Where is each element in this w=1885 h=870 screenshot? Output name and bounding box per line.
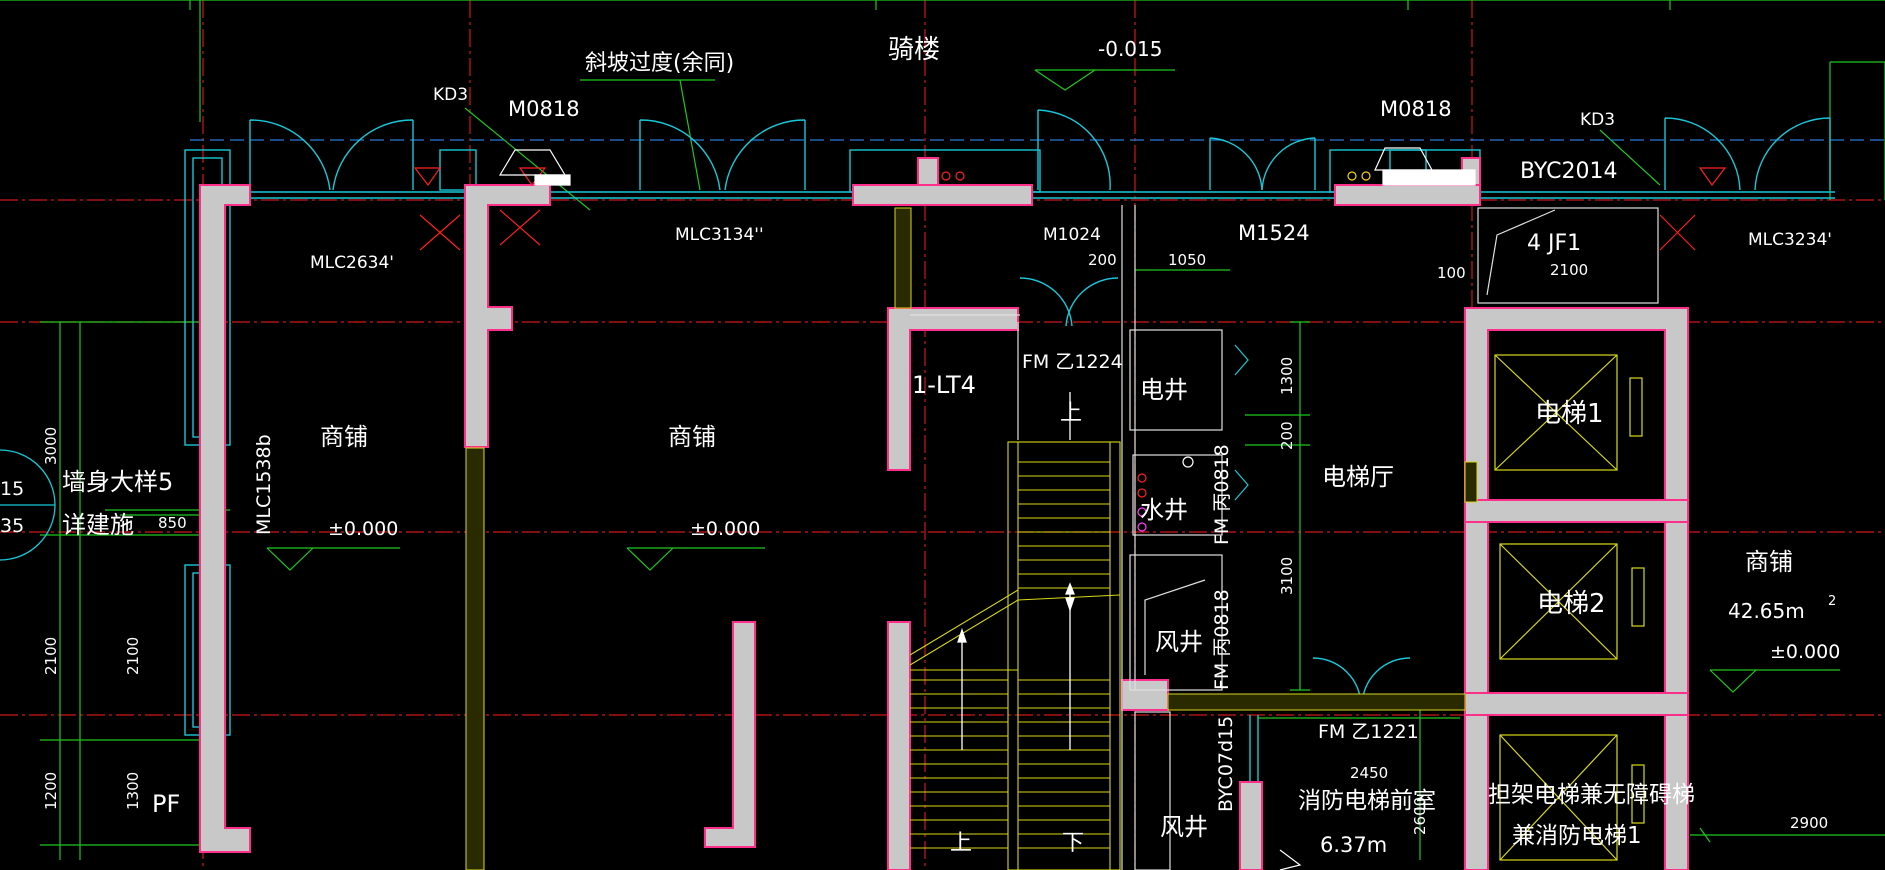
dim-2100-a: 2100 <box>42 637 60 675</box>
window-byc2014: BYC2014 <box>1520 159 1617 184</box>
room-elevator-3-line1: 担架电梯兼无障碍梯 <box>1488 782 1695 808</box>
slope-note: 斜坡过度(余同) <box>585 51 734 76</box>
room-wind-well-2: 风井 <box>1160 813 1208 841</box>
mlc3234-label: MLC3234' <box>1748 230 1832 250</box>
mlc2634-label: MLC2634' <box>310 253 394 273</box>
room-elevator-2: 电梯2 <box>1537 589 1606 619</box>
fm0818-label-1: FM 丙0818 <box>1211 589 1233 690</box>
note-num-b: 35 <box>0 515 24 537</box>
mlc1538b-label: MLC1538b <box>253 434 275 535</box>
dim-1050: 1050 <box>1168 251 1206 269</box>
room-shop-right-area: 42.65m <box>1728 599 1805 623</box>
dim-1300-left: 1300 <box>124 772 142 810</box>
dim-2100-fan: 2100 <box>1550 261 1588 279</box>
room-shop-mid: 商铺 <box>668 423 716 451</box>
room-fan: 4 JF1 <box>1527 231 1581 256</box>
byc07-label: BYC07d15 <box>1215 716 1237 812</box>
stair-1-lt4 <box>909 441 1121 870</box>
room-water-well: 水井 <box>1140 496 1188 524</box>
stair-down: 下 <box>1062 831 1084 856</box>
room-pf: PF <box>152 790 180 818</box>
level-mid: ±0.000 <box>690 518 760 540</box>
fan-room <box>1477 207 1659 304</box>
dim-100: 100 <box>1437 264 1466 282</box>
m1024-label: M1024 <box>1043 225 1101 245</box>
plan-text: 骑楼 -0.015 斜坡过度(余同) KD3 KD3 M0818 M0818 B… <box>0 35 1840 857</box>
level-left: ±0.000 <box>328 518 398 540</box>
mep-symbols <box>413 147 1727 870</box>
arcade-label: 骑楼 <box>888 35 940 65</box>
door-m0818-right: M0818 <box>1380 97 1452 121</box>
tag-kd3-right: KD3 <box>1580 110 1615 130</box>
dim-2900: 2900 <box>1790 814 1828 832</box>
room-fire-lobby-area: 6.37m <box>1320 833 1387 857</box>
room-fire-lobby: 消防电梯前室 <box>1298 788 1436 814</box>
dim-3000: 3000 <box>42 427 60 465</box>
elevator-cars <box>1494 354 1645 861</box>
note-line1: 墙身大样5 <box>62 468 173 496</box>
dim-1300-v: 1300 <box>1278 357 1296 395</box>
room-elevator-3-line2: 兼消防电梯1 <box>1512 823 1642 849</box>
note-line2: 详建施 <box>62 511 134 539</box>
note-num-a: 15 <box>0 478 24 500</box>
stair-treads <box>910 461 1110 849</box>
dim-200-top: 200 <box>1088 251 1117 269</box>
stair-tag: 1-LT4 <box>912 371 976 399</box>
block-walls <box>465 207 1478 870</box>
dim-2450: 2450 <box>1350 764 1388 782</box>
room-shop-right: 商铺 <box>1745 548 1793 576</box>
level-top: -0.015 <box>1098 37 1162 61</box>
dim-1200: 1200 <box>42 772 60 810</box>
dim-850: 850 <box>158 514 187 532</box>
room-elec-well: 电井 <box>1140 376 1188 404</box>
level-right: ±0.000 <box>1770 641 1840 663</box>
fm0818-label-2: FM 丙0818 <box>1211 444 1233 545</box>
mlc3134-label: MLC3134'' <box>675 225 764 245</box>
stair-up-1: 上 <box>1060 401 1082 426</box>
dim-200-v: 200 <box>1278 421 1296 450</box>
fmz1221-label: FM 乙1221 <box>1318 721 1419 743</box>
room-wind-well-1: 风井 <box>1155 628 1203 656</box>
tag-kd3-left: KD3 <box>433 85 468 105</box>
door-m0818-left: M0818 <box>508 97 580 121</box>
fmz1224-label: FM 乙1224 <box>1022 351 1123 373</box>
room-shop-left: 商铺 <box>320 423 368 451</box>
m1524-label: M1524 <box>1238 221 1310 245</box>
room-elevator-1: 电梯1 <box>1535 399 1604 429</box>
shaft-frames <box>910 205 1223 870</box>
room-elevator-hall: 电梯厅 <box>1322 463 1394 491</box>
dim-2600: 2600 <box>1411 797 1429 835</box>
dim-2100-b: 2100 <box>124 637 142 675</box>
dim-3100: 3100 <box>1278 557 1296 595</box>
stair-up-2: 上 <box>950 831 972 856</box>
room-shop-right-area-sup: 2 <box>1828 594 1836 609</box>
detail-callout <box>0 449 56 561</box>
stair-arrows <box>957 392 1075 750</box>
